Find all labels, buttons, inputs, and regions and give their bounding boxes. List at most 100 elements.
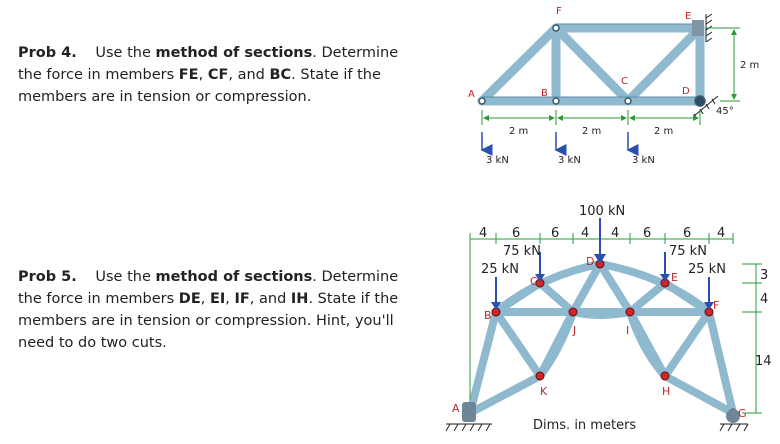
load-100kN-label: 100 kN [579, 204, 625, 219]
problem-5-number: Prob 5. [18, 269, 77, 285]
problem-5-text: Prob 5. Use the method of sections. Dete… [18, 266, 418, 354]
member-AB [466, 308, 500, 417]
top-dim-6: 6 [643, 226, 651, 241]
top-dim-4: 4 [581, 226, 589, 241]
load-right-75-label: 75 kN [669, 244, 707, 259]
member-AF-left [477, 23, 561, 106]
load-right-25-label: 25 kN [688, 262, 726, 277]
member-JD [569, 260, 604, 316]
top-dim-5: 4 [611, 226, 619, 241]
problem-4-number: Prob 4. [18, 45, 77, 61]
label-B: B [541, 88, 548, 99]
joint-K [535, 371, 545, 381]
label-K2: K [540, 385, 548, 398]
pin-A [478, 97, 486, 105]
problem-4-method: method of sections [155, 45, 313, 61]
top-dim-8: 4 [717, 226, 725, 241]
top-dim-7: 6 [683, 226, 691, 241]
joint-I [625, 307, 635, 317]
problem-5-member-1: DE [178, 291, 201, 307]
right-dim-2: 4 [760, 292, 768, 307]
angle-label: 45° [716, 106, 734, 117]
support-E [692, 20, 704, 36]
label-C2: C [530, 275, 538, 288]
member-GH [661, 372, 737, 417]
problem-5-mid: . Determine the force in members [18, 269, 399, 307]
top-dim-2: 6 [512, 226, 520, 241]
truss-1-loads [480, 132, 639, 156]
span-3-label: 2 m [654, 126, 673, 137]
pin-D [694, 95, 706, 107]
label-F2: F [713, 299, 719, 312]
member-BK [492, 308, 544, 380]
hatch-A [445, 423, 492, 432]
problem-4-member-2: CF [207, 67, 229, 83]
load-3-label: 3 kN [632, 155, 655, 166]
height-label: 2 m [740, 60, 759, 71]
problem-5-sep-1: , [200, 291, 206, 307]
label-B2: B [484, 309, 492, 322]
truss-1-members [477, 23, 705, 106]
problem-5-member-3: IF [234, 291, 250, 307]
pin-F [552, 24, 560, 32]
span-2-label: 2 m [582, 126, 601, 137]
label-F: F [556, 6, 562, 17]
member-AK [466, 372, 544, 417]
load-1-label: 3 kN [486, 155, 509, 166]
problem-5-member-4: IH [290, 291, 309, 307]
top-dim-3: 6 [551, 226, 559, 241]
problem-5-member-2: EI [209, 291, 226, 307]
problem-4-sep-2: , and [228, 67, 265, 83]
load-2-label: 3 kN [558, 155, 581, 166]
problem-4-member-3: BC [269, 67, 292, 83]
label-A: A [468, 89, 475, 100]
span-1-label: 2 m [509, 126, 528, 137]
member-diag-CE [623, 23, 705, 106]
load-left-25-label: 25 kN [481, 262, 519, 277]
problem-4-text: Prob 4. Use the method of sections. Dete… [18, 42, 418, 108]
right-dim-3: 14 [755, 354, 772, 369]
problem-5-post: . State if the members are in tension or… [18, 291, 399, 351]
problem-5-method: method of sections [155, 269, 313, 285]
member-KJ [536, 308, 577, 380]
label-A2: A [452, 402, 460, 415]
label-C: C [621, 76, 628, 87]
problem-4-pre: Use the [95, 45, 151, 61]
right-dim-1: 3 [760, 268, 768, 283]
member-IH [626, 308, 669, 380]
joint-J [568, 307, 578, 317]
member-IE [626, 279, 669, 316]
label-J2: J [572, 324, 576, 337]
span-dimension-lines [481, 27, 740, 125]
label-D2: D [586, 255, 594, 268]
top-dim-1: 4 [479, 226, 487, 241]
member-diag-FC [551, 23, 633, 106]
label-D: D [682, 86, 690, 97]
label-I2: I [626, 324, 629, 337]
problem-4-member-1: FE [178, 67, 199, 83]
joint-H [660, 371, 670, 381]
problem-5-sep-3: , and [249, 291, 287, 307]
support-A [462, 402, 476, 422]
pin-C [624, 97, 632, 105]
label-E: E [685, 11, 691, 22]
problem-4-sep-1: , [198, 67, 204, 83]
label-H2: H [662, 385, 670, 398]
member-CJ [536, 279, 577, 316]
support-G-roller [726, 409, 740, 423]
truss-2-loads [495, 218, 710, 304]
problem-4-mid: . Determine the force in members [18, 45, 399, 83]
member-CB [492, 279, 544, 316]
member-EF [661, 279, 713, 316]
member-GF [705, 308, 737, 417]
pin-B [552, 97, 560, 105]
member-DI [596, 260, 634, 316]
truss-2-members [466, 259, 737, 417]
hatch-G [719, 423, 749, 432]
problem-5-pre: Use the [95, 269, 151, 285]
problem-5-sep-2: , [225, 291, 230, 307]
truss-2-load-heads [491, 254, 714, 310]
label-E2: E [671, 271, 678, 284]
